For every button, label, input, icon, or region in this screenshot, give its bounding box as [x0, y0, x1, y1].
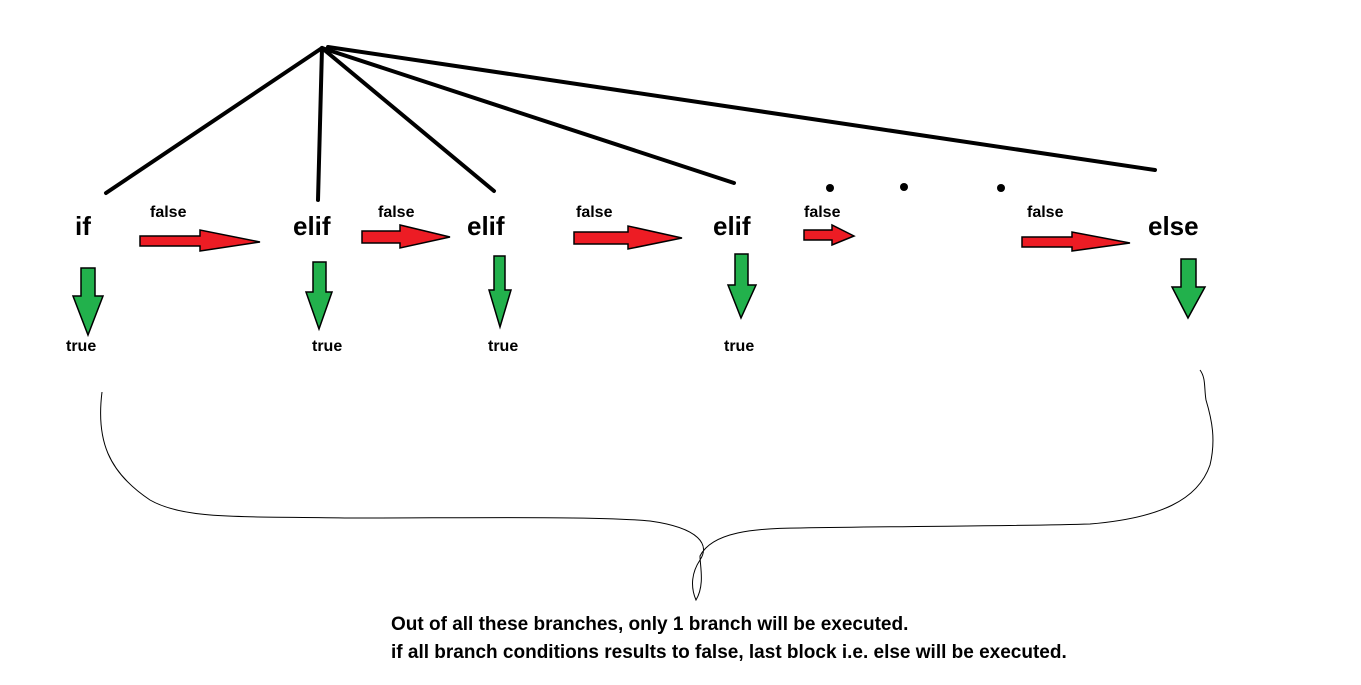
connector-line-elif-2	[320, 46, 496, 193]
false-arrow-icon	[361, 224, 451, 249]
true-label: true	[312, 338, 342, 355]
node-label-if: if	[75, 211, 91, 241]
false-label: false	[150, 204, 187, 221]
ellipsis-dot	[900, 183, 908, 191]
note-line-2: if all branch conditions results to fals…	[391, 642, 1067, 663]
ellipsis-dot	[826, 184, 834, 192]
false-arrow-icon	[1021, 231, 1131, 252]
false-label: false	[1027, 204, 1064, 221]
true-label: true	[488, 338, 518, 355]
connector-line-elif-1	[316, 46, 324, 202]
curly-brace	[100, 369, 1214, 602]
ellipsis-dot	[997, 184, 1005, 192]
true-arrow-icon	[71, 267, 105, 338]
node-label-elif-3: elif	[713, 211, 751, 241]
false-label: false	[804, 204, 841, 221]
false-label: false	[378, 204, 415, 221]
connector-line-if	[104, 46, 324, 195]
false-label: false	[576, 204, 613, 221]
true-label: true	[724, 338, 754, 355]
true-arrow-icon	[726, 253, 758, 320]
connector-line-else	[326, 45, 1157, 172]
connector-line-elif-3	[320, 46, 736, 185]
true-arrow-icon	[487, 255, 513, 330]
false-arrows	[139, 223, 1131, 252]
true-arrow-icon	[304, 261, 334, 332]
false-arrow-icon	[139, 229, 261, 252]
false-arrow-icon	[573, 225, 683, 250]
apex-connector-lines	[104, 45, 1157, 202]
true-arrows	[71, 253, 1207, 338]
note-line-1: Out of all these branches, only 1 branch…	[391, 614, 908, 635]
true-arrow-icon	[1170, 258, 1207, 320]
node-label-elif-2: elif	[467, 211, 505, 241]
false-arrow-icon	[803, 223, 856, 247]
true-label: true	[66, 338, 96, 355]
node-label-elif-1: elif	[293, 211, 331, 241]
node-label-else: else	[1148, 211, 1199, 241]
ellipsis-dots	[826, 183, 1005, 192]
